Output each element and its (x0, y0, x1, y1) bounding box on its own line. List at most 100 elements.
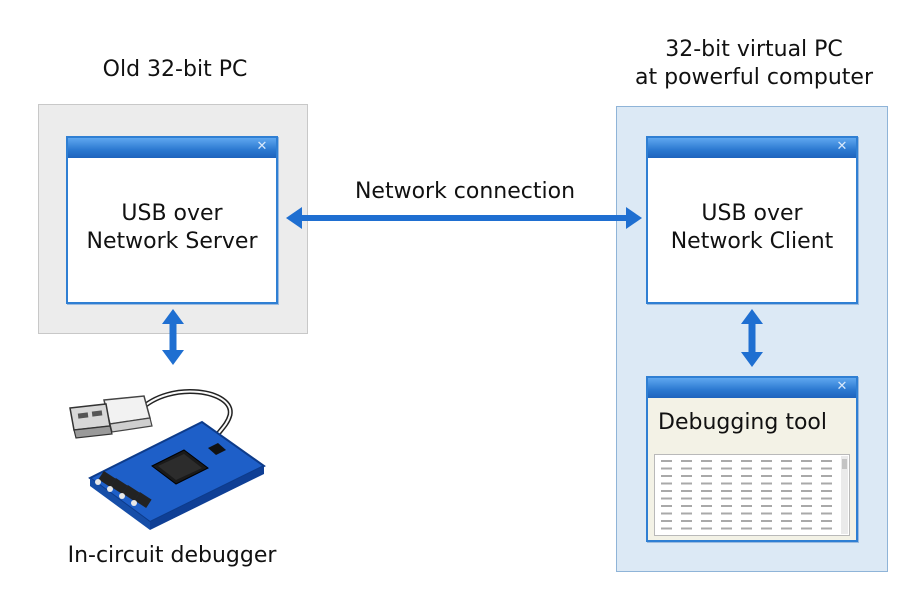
grid-cell-mark (681, 527, 692, 530)
grid-cell-mark (761, 505, 772, 507)
grid-cell-mark (801, 505, 812, 507)
left-pc-title: Old 32-bit PC (102, 57, 248, 82)
grid-cell-mark (821, 527, 832, 530)
debugging-tool-window[interactable]: ✕ Debugging tool (646, 376, 858, 542)
usb-plug-icon (69, 395, 153, 439)
grid-cell-mark (681, 505, 692, 507)
debugging-tool-title: Debugging tool (658, 410, 827, 435)
close-icon[interactable]: ✕ (836, 379, 848, 394)
grid-cell-mark (681, 497, 692, 500)
grid-cell-mark (661, 482, 672, 485)
grid-cell-mark (781, 527, 792, 530)
grid-cell-mark (701, 505, 712, 507)
grid-cell-mark (661, 490, 672, 492)
debugging-data-grid[interactable] (654, 454, 850, 536)
grid-cell-mark (721, 482, 732, 485)
in-circuit-debugger-caption: In-circuit debugger (67, 543, 277, 568)
grid-cell-mark (741, 482, 752, 485)
grid-cell-mark (701, 512, 712, 515)
grid-cell-mark (781, 520, 792, 522)
grid-cell-mark (761, 527, 772, 530)
grid-cell-mark (741, 490, 752, 492)
grid-cell-mark (721, 505, 732, 507)
grid-cell-mark (801, 520, 812, 522)
grid-cell-mark (741, 460, 752, 462)
window-titlebar[interactable]: ✕ (68, 138, 276, 158)
usb-server-label: USB over Network Server (68, 200, 276, 256)
circuit-board-icon (88, 420, 266, 530)
grid-cell-mark (801, 460, 812, 462)
network-connection-arrow (286, 207, 642, 229)
grid-cell-mark (761, 482, 772, 485)
grid-cell-mark (821, 520, 832, 522)
grid-cell-mark (781, 490, 792, 492)
grid-cell-mark (821, 475, 832, 477)
grid-cell-mark (681, 467, 692, 470)
grid-cell-mark (701, 527, 712, 530)
grid-cell-mark (761, 497, 772, 500)
grid-cell-mark (781, 482, 792, 485)
grid-cell-mark (661, 475, 672, 477)
grid-cell-mark (821, 460, 832, 462)
right-pc-title-line2: at powerful computer (635, 65, 873, 90)
grid-cell-mark (801, 467, 812, 470)
grid-cell-mark (721, 497, 732, 500)
window-titlebar[interactable]: ✕ (648, 378, 856, 398)
grid-cell-mark (701, 467, 712, 470)
grid-cell-mark (801, 475, 812, 477)
grid-cell-mark (801, 512, 812, 515)
grid-cell-mark (781, 460, 792, 462)
grid-cell-mark (741, 467, 752, 470)
grid-cell-mark (781, 505, 792, 507)
grid-cell-mark (721, 475, 732, 477)
grid-cell-mark (761, 512, 772, 515)
grid-cell-mark (801, 497, 812, 500)
close-icon[interactable]: ✕ (256, 139, 268, 154)
network-connection-label: Network connection (354, 179, 576, 204)
grid-cell-mark (701, 490, 712, 492)
grid-cell-mark (681, 475, 692, 477)
grid-cell-mark (781, 497, 792, 500)
grid-cell-mark (741, 475, 752, 477)
grid-cell-mark (821, 512, 832, 515)
grid-cell-mark (741, 497, 752, 500)
grid-cell-mark (701, 520, 712, 522)
usb-client-line1: USB over (701, 201, 803, 226)
grid-cell-mark (721, 512, 732, 515)
grid-cell-mark (821, 497, 832, 500)
grid-cell-mark (661, 497, 672, 500)
grid-cell-mark (821, 467, 832, 470)
grid-cell-mark (741, 505, 752, 507)
grid-cell-mark (741, 527, 752, 530)
usb-client-window[interactable]: ✕ USB over Network Client (646, 136, 858, 304)
grid-cell-mark (661, 520, 672, 522)
grid-cell-mark (741, 512, 752, 515)
usb-client-label: USB over Network Client (648, 200, 856, 256)
grid-cell-mark (781, 467, 792, 470)
grid-cell-mark (821, 482, 832, 485)
grid-cell-mark (661, 467, 672, 470)
grid-cell-mark (701, 482, 712, 485)
double-arrow-icon (162, 309, 184, 365)
usb-server-window[interactable]: ✕ USB over Network Server (66, 136, 278, 304)
right-pc-title: 32-bit virtual PC at powerful computer (612, 36, 896, 92)
grid-cell-mark (681, 520, 692, 522)
grid-cell-mark (701, 460, 712, 462)
grid-cell-mark (681, 512, 692, 515)
grid-cell-mark (741, 520, 752, 522)
grid-cell-mark (721, 520, 732, 522)
grid-cell-mark (821, 490, 832, 492)
usb-server-line2: Network Server (86, 229, 258, 254)
grid-cell-mark (661, 512, 672, 515)
data-grid-graphic (661, 456, 848, 534)
grid-cell-mark (721, 467, 732, 470)
double-arrow-icon (741, 309, 763, 367)
grid-cell-mark (701, 475, 712, 477)
grid-cell-mark (801, 482, 812, 485)
grid-cell-mark (661, 505, 672, 507)
in-circuit-debugger-device (69, 389, 266, 530)
close-icon[interactable]: ✕ (836, 139, 848, 154)
window-titlebar[interactable]: ✕ (648, 138, 856, 158)
grid-cell-mark (661, 527, 672, 530)
grid-cell-mark (721, 527, 732, 530)
